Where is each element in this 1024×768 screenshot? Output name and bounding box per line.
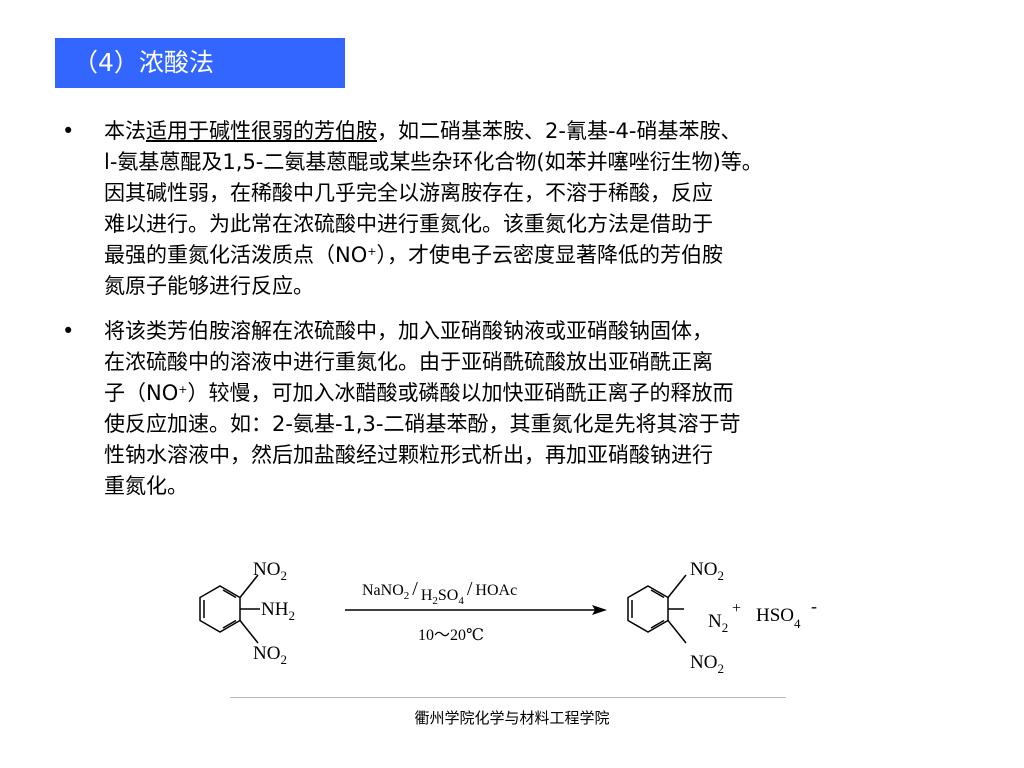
reaction-arrow [345,605,607,615]
bullet-marker: • [62,119,75,143]
product-top-group: NO2 [690,559,724,583]
text-segment: 最强的重氮化活泼质点（NO [104,243,368,267]
product-diazonium-group: N2 [708,611,728,635]
text-segment: ），才使电子云密度显著降低的芳伯胺 [376,243,723,267]
reactant-amine-group: NH2 [261,599,295,623]
reaction-conditions-below: 10～20℃ [418,627,484,644]
reactant-top-group: NO2 [253,559,287,583]
slide-title: （4）浓酸法 [55,38,345,88]
footer-institution: 衢州学院化学与材料工程学院 [414,709,610,727]
bullet-1-line-4: 难以进行。为此常在浓硫酸中进行重氮化。该重氮化方法是借助于 [104,212,713,236]
bullet-1-line-3: 因其碱性弱，在稀酸中几乎完全以游离胺存在，不溶于稀酸，反应 [104,181,713,205]
bullet-1-line-2: l-氨基蒽醌及1,5-二氨基蒽醌或某些杂环化合物(如苯并噻唑衍生物)等。 [104,150,763,174]
bullet-2-line-4: 使反应加速。如：2-氨基-1,3-二硝基苯酚，其重氮化是先将其溶于苛 [104,412,741,436]
bullet-2-line-1: 将该类芳伯胺溶解在浓硫酸中，加入亚硝酸钠液或亚硝酸钠固体， [104,319,713,343]
product-benzene-ring [627,574,687,644]
bullet-1-line-1: 本法适用于碱性很弱的芳伯胺，如二硝基苯胺、2-氰基-4-硝基苯胺、 [104,116,962,147]
bullet-1-line-6: 氮原子能够进行反应。 [104,274,314,298]
bullet-2-line-2: 在浓硫酸中的溶液中进行重氮化。由于亚硝酰硫酸放出亚硝酰正离 [104,350,713,374]
reactant-bottom-group: NO2 [253,643,287,667]
bullet-item-2: • 将该类芳伯胺溶解在浓硫酸中，加入亚硝酸钠液或亚硝酸钠固体， 在浓硫酸中的溶液… [62,316,962,502]
reactant-benzene-ring [199,574,260,644]
text-segment: ，如二硝基苯胺、2-氰基-4-硝基苯胺、 [377,119,742,143]
reaction-scheme: NO2 NH2 NO2 NaNO2/H2SO4/HOAc 10～20℃ NO2 … [170,545,820,685]
emphasized-phrase: 适用于碱性很弱的芳伯胺 [146,119,377,143]
bullet-2-line-5: 性钠水溶液中，然后加盐酸经过颗粒形式析出，再加亚硝酸钠进行 [104,443,713,467]
superscript: + [367,245,377,258]
text-segment: 本法 [104,119,146,143]
bullet-marker: • [62,319,75,343]
reaction-conditions-above: NaNO2/H2SO4/HOAc [362,578,517,607]
product-bottom-group: NO2 [690,652,724,676]
bullet-1-line-5: 最强的重氮化活泼质点（NO+），才使电子云密度显著降低的芳伯胺 [104,240,962,271]
superscript: + [178,383,188,396]
text-segment: ）较慢，可加入冰醋酸或磷酸以加快亚硝酰正离子的释放而 [187,381,734,405]
text-segment: 子（NO [104,381,179,405]
footer-divider [230,697,786,698]
bullet-2-line-6: 重氮化。 [104,474,188,498]
bullet-2-line-3: 子（NO+）较慢，可加入冰醋酸或磷酸以加快亚硝酰正离子的释放而 [104,378,962,409]
counter-ion: HSO4 [756,605,801,631]
product-diazonium-charge: + [732,600,741,617]
counter-ion-charge: - [811,596,817,616]
bullet-list: • 本法适用于碱性很弱的芳伯胺，如二硝基苯胺、2-氰基-4-硝基苯胺、 l-氨基… [62,116,962,516]
reaction-scheme-svg: NO2 NH2 NO2 NaNO2/H2SO4/HOAc 10～20℃ NO2 … [199,559,817,676]
bullet-item-1: • 本法适用于碱性很弱的芳伯胺，如二硝基苯胺、2-氰基-4-硝基苯胺、 l-氨基… [62,116,962,302]
